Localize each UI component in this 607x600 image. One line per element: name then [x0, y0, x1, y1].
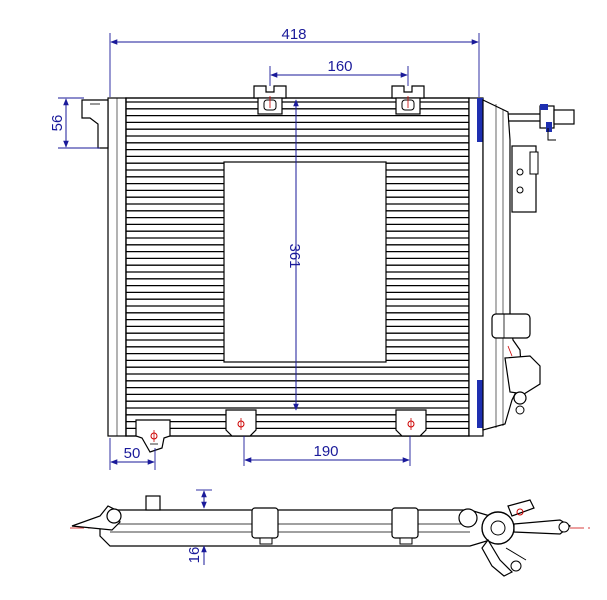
dimension-depth: 16 — [186, 489, 212, 565]
dim-label-50: 50 — [124, 445, 141, 462]
receiver-drier — [482, 99, 523, 431]
top-view-core — [99, 509, 491, 547]
drier-mount-lower — [504, 355, 541, 415]
receiver-drier-band-bottom — [477, 380, 483, 428]
top-bracket-left — [253, 85, 287, 115]
dimension-bottom-bracket-spacing: 190 — [243, 436, 411, 466]
dimension-core-height: 361 — [286, 99, 303, 411]
top-view — [70, 495, 590, 577]
centerline-marks — [153, 96, 513, 442]
top-view-bracket-stub — [145, 495, 161, 511]
dimension-overall-width: 418 — [109, 26, 480, 97]
dim-label-418: 418 — [281, 26, 306, 43]
top-pipe-connector — [508, 104, 575, 141]
dim-label-361: 361 — [286, 243, 303, 268]
dim-label-16: 16 — [186, 547, 203, 564]
top-bracket-right — [391, 85, 425, 115]
dimension-bracket-height: 56 — [49, 97, 100, 149]
core-window — [223, 161, 387, 363]
drier-mount-upper — [511, 145, 539, 213]
dimension-top-bracket-spacing: 160 — [269, 58, 409, 86]
dim-label-190: 190 — [313, 443, 338, 460]
dim-label-160: 160 — [327, 58, 352, 75]
top-view-clip-left — [251, 507, 279, 539]
dimension-bracket-offset: 50 — [109, 438, 156, 470]
left-top-bracket — [81, 99, 109, 149]
drier-mount-middle — [491, 313, 531, 339]
top-view-connector — [458, 499, 572, 577]
top-view-clip-right — [391, 507, 419, 539]
front-view — [81, 85, 575, 453]
dim-label-56: 56 — [49, 115, 66, 132]
receiver-drier-band-top — [477, 98, 483, 142]
bottom-bracket-left — [135, 419, 171, 453]
